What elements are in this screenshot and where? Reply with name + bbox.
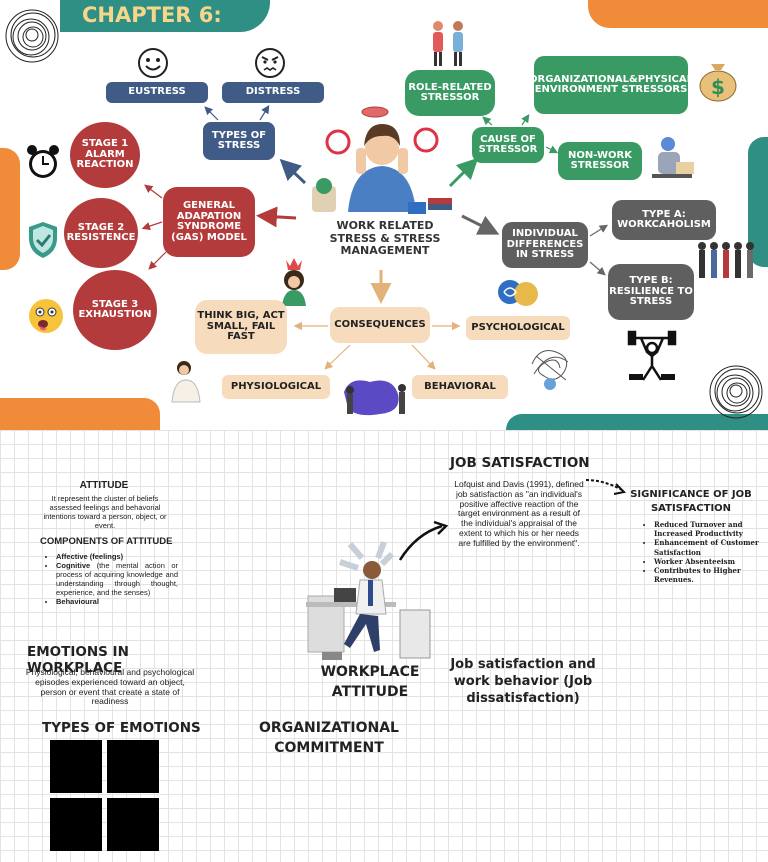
crowd-illustration (698, 242, 754, 278)
emotion-tile (107, 740, 159, 793)
job-behavior-title: Job satisfaction and work behavior (Job … (450, 657, 596, 707)
stressed-worker-illustration (306, 540, 431, 660)
chapter-title: CHAPTER 6: (82, 3, 222, 27)
emotions-image-grid (50, 740, 160, 852)
significance-list: Reduced Turnover and Increased Productiv… (640, 520, 768, 585)
emotion-tile (107, 798, 159, 851)
workplace-attitude-title: WORKPLACE ATTITUDE (320, 664, 420, 701)
svg-text:$: $ (711, 75, 725, 99)
emotion-tile (50, 740, 102, 793)
behavior-illustration (344, 380, 406, 416)
scribble-head-illustration (531, 350, 569, 390)
attitude-definition: It represent the cluster of beliefs asse… (43, 494, 167, 530)
components-list: Affective (feelings) Cognitive (the ment… (42, 552, 178, 606)
stage3-node: STAGE 3 EXHAUSTION (73, 270, 157, 350)
worried-person-illustration (652, 137, 694, 178)
component-behavioural: Behavioural (56, 597, 178, 606)
stage1-node: STAGE 1 ALARM REACTION (70, 122, 140, 188)
attitude-section: ATTITUDE It represent the cluster of bel… (0, 430, 768, 862)
shield-check-icon (29, 222, 57, 258)
emotion-tile (50, 798, 102, 851)
physiological-node: PHYSIOLOGICAL (222, 375, 330, 399)
woman-plant-illustration (282, 258, 306, 306)
org-physical-node: ORGANIZATIONAL&PHYSICAL ENVIRONMENT STRE… (529, 56, 693, 114)
non-work-node: NON-WORK STRESSOR (558, 142, 642, 180)
scribble-icon (709, 365, 763, 419)
cause-of-stressor-node: CAUSE OF STRESSOR (472, 127, 544, 163)
emotions-definition: Physiological, behavioural and psycholog… (25, 667, 195, 707)
weightlifter-icon (627, 330, 677, 381)
emotions-title: EMOTIONS IN WORKPLACE (27, 644, 129, 676)
dashed-arrow (585, 479, 627, 495)
significance-title: SIGNIFICANCE OF JOB SATISFACTION (630, 489, 752, 514)
component-cognitive: Cognitive (the mental action or process … (56, 561, 178, 597)
connector-arrow (398, 520, 449, 561)
eustress-node: EUSTRESS (106, 82, 208, 103)
stress-mindmap: CHAPTER 6: EUSTRESS DISTRESS TYPES OF ST… (0, 0, 768, 430)
teal-blob-right (748, 137, 768, 267)
smiley-icon (138, 48, 168, 78)
job-satisfaction-definition: Lofquist and Davis (1991), defined job s… (454, 479, 584, 548)
types-of-stress-node: TYPES OF STRESS (203, 122, 275, 160)
dizzy-face-icon (29, 299, 63, 333)
role-related-node: ROLE-RELATED STRESSOR (405, 70, 495, 116)
distress-node: DISTRESS (222, 82, 324, 103)
orange-blob-left (0, 148, 20, 270)
components-title: COMPONENTS OF ATTITUDE (40, 536, 173, 547)
heads-illustration (498, 280, 538, 306)
attitude-title: ATTITUDE (79, 480, 129, 491)
teal-blob-bottom-right (506, 414, 768, 430)
organizational-commitment-title: ORGANIZATIONAL COMMITMENT (259, 720, 399, 757)
think-big-node: THINK BIG, ACT SMALL, FAIL FAST (195, 300, 287, 354)
component-affective: Affective (feelings) (56, 552, 178, 561)
individual-differences-node: INDIVIDUAL DIFFERENCES IN STRESS (502, 222, 588, 268)
psychological-node: PSYCHOLOGICAL (466, 316, 570, 340)
job-satisfaction-title: JOB SATISFACTION (450, 455, 590, 471)
center-topic: WORK RELATED STRESS & STRESS MANAGEMENT (329, 219, 441, 258)
type-a-node: TYPE A: WORKCAHOLISM (612, 200, 716, 240)
behavioral-node: BEHAVIORAL (412, 375, 508, 399)
gas-model-node: GENERAL ADAPATION SYNDROME (GAS) MODEL (163, 187, 255, 257)
angry-face-icon (255, 48, 285, 78)
alarm-clock-icon (27, 145, 59, 178)
types-of-emotions-title: TYPES OF EMOTIONS (42, 720, 201, 736)
significance-item: Enhancement of Customer Satisfaction (654, 538, 768, 556)
orange-blob-bottom-left (0, 398, 160, 430)
significance-item: Reduced Turnover and Increased Productiv… (654, 520, 768, 538)
stage2-node: STAGE 2 RESISTENCE (64, 198, 138, 268)
two-people-illustration (433, 21, 463, 66)
significance-item: Worker Absenteeism (654, 557, 768, 566)
type-b-node: TYPE B: RESILIENCE TO STRESS (608, 264, 694, 320)
scribble-icon (5, 9, 59, 63)
consequences-node: CONSEQUENCES (330, 307, 430, 343)
teal-banner (60, 0, 270, 32)
significance-item: Contributes to Higher Revenues. (654, 566, 768, 584)
stressed-woman-illustration (312, 106, 452, 214)
money-bag-icon: $ (699, 64, 737, 102)
orange-blob-top-right (588, 0, 768, 28)
tired-man-illustration (171, 361, 201, 403)
